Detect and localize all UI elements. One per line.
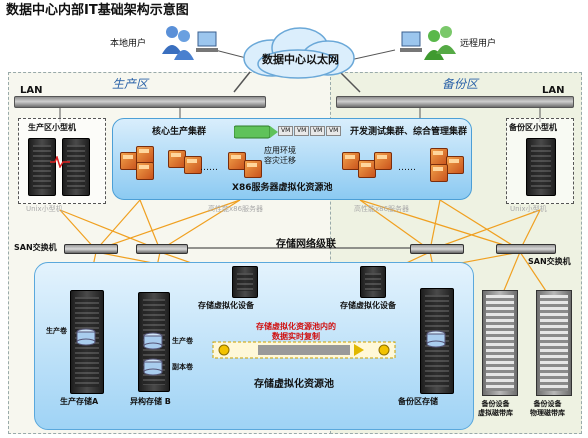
san-switch-left-label: SAN交换机 xyxy=(14,243,57,252)
physical-tape-library-icon xyxy=(536,290,572,396)
ellipsis-left: …… xyxy=(200,163,218,173)
production-zone-label: 生产区 xyxy=(112,77,149,91)
remote-user-icon xyxy=(400,26,456,60)
san-switch-icon xyxy=(410,244,464,254)
storage-virt-device-left-label: 存储虚拟化设备 xyxy=(198,301,254,310)
backup-zone-label: 备份区 xyxy=(442,77,479,91)
replication-arrow xyxy=(212,341,396,359)
production-minicomputer-icon-2 xyxy=(62,138,90,196)
storage-cascade-label: 存储网络级联 xyxy=(276,239,336,250)
cloud-label: 数据中心以太网 xyxy=(262,53,339,66)
san-switch-icon xyxy=(64,244,118,254)
backup-storage-label: 备份区存储 xyxy=(398,397,438,406)
x86-server-sublabel-right: 高性能x86服务器 xyxy=(354,205,410,213)
prod-storage-a-label: 生产存储A xyxy=(60,397,99,406)
vm-migration-icon xyxy=(234,125,278,139)
volume-disk-icon xyxy=(426,330,446,348)
backup-minicomputer-icon xyxy=(526,138,556,196)
page-title: 数据中心内部IT基础架构示意图 xyxy=(6,3,189,18)
prod-volume-label: 生产卷 xyxy=(46,327,67,335)
vm-box-row: VM VM VM VM xyxy=(278,126,342,138)
lan-switch-right xyxy=(336,96,574,108)
x86-pool-label: X86服务器虚拟化资源池 xyxy=(232,183,333,193)
vm-cube-icon xyxy=(244,160,262,178)
san-switch-icon xyxy=(496,244,556,254)
vm-cube-icon xyxy=(374,152,392,170)
vm-box: VM xyxy=(278,126,294,136)
local-user-icon xyxy=(162,26,218,60)
vm-cube-icon xyxy=(136,162,154,180)
local-user-label: 本地用户 xyxy=(110,39,147,49)
prod-volume-2-label: 生产卷 xyxy=(172,337,193,345)
dev-cluster-label: 开发测试集群、综合管理集群 xyxy=(350,127,468,137)
hetero-storage-b-label: 异构存储 B xyxy=(130,397,171,406)
storage-virt-device-right-label: 存储虚拟化设备 xyxy=(340,301,396,310)
x86-server-sublabel-left: 高性能x86服务器 xyxy=(208,205,264,213)
vm-box: VM xyxy=(326,126,342,136)
vm-box: VM xyxy=(310,126,326,136)
lan-left-label: LAN xyxy=(20,85,43,96)
vm-cube-icon xyxy=(184,156,202,174)
volume-disk-icon xyxy=(143,332,163,350)
physical-tape-library-label: 备份设备 物理磁带库 xyxy=(530,400,565,417)
storage-virtualization-device-icon xyxy=(232,266,258,298)
backup-minicomputer-sublabel: Unix小型机 xyxy=(510,205,547,213)
core-cluster-label: 核心生产集群 xyxy=(152,127,207,137)
virtual-tape-library-label: 备份设备 虚拟磁带库 xyxy=(478,400,513,417)
san-switch-right-label: SAN交换机 xyxy=(528,257,571,266)
production-minicomputer-label: 生产区小型机 xyxy=(28,123,76,132)
lan-switch-left xyxy=(14,96,266,108)
production-minicomputer-sublabel: Unix小型机 xyxy=(26,205,63,213)
vm-cube-icon xyxy=(430,164,448,182)
virtual-tape-library-icon xyxy=(482,290,518,396)
vm-box: VM xyxy=(294,126,310,136)
volume-disk-icon xyxy=(76,328,96,346)
san-switch-icon xyxy=(136,244,188,254)
ellipsis-right: …… xyxy=(398,163,416,173)
storage-virtualization-device-icon xyxy=(360,266,386,298)
remote-user-label: 远程用户 xyxy=(460,39,497,49)
copy-volume-label: 副本卷 xyxy=(172,363,193,371)
heartbeat-icon xyxy=(50,156,70,168)
replication-label: 存储虚拟化资源池内的 数据实时复制 xyxy=(256,322,336,341)
lan-right-label: LAN xyxy=(542,85,565,96)
vm-cube-icon xyxy=(342,152,360,170)
volume-disk-icon xyxy=(143,358,163,376)
migration-label: 应用环境 容灾迁移 xyxy=(264,146,296,165)
ethernet-cloud-icon xyxy=(243,27,355,79)
vm-cube-icon xyxy=(446,156,464,174)
production-minicomputer-icon xyxy=(28,138,56,196)
storage-pool-label: 存储虚拟化资源池 xyxy=(254,379,334,390)
backup-minicomputer-label: 备份区小型机 xyxy=(509,123,557,132)
